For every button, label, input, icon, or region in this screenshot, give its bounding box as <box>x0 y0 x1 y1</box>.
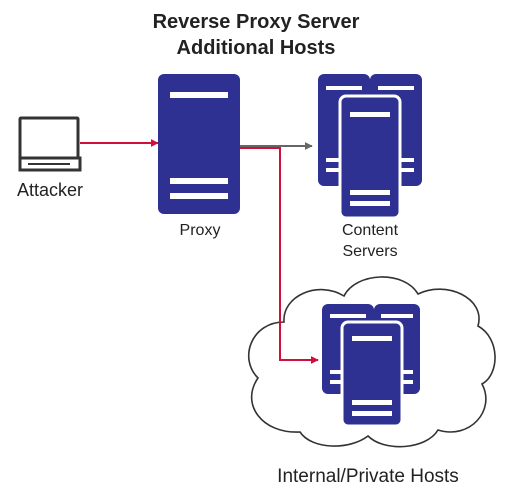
attack-arrow-to-internal <box>240 147 319 364</box>
proxy-label: Proxy <box>179 222 221 239</box>
attacker-label: Attacker <box>16 180 84 200</box>
diagram-title-line-2: Additional Hosts <box>176 37 336 59</box>
computer-monitor-icon <box>18 116 82 172</box>
content-servers-label-line-1: Content <box>341 222 399 239</box>
internal-hosts-label: Internal/Private Hosts <box>277 466 459 487</box>
server-tower-icon <box>158 74 240 214</box>
server-cluster-icon <box>318 74 422 220</box>
server-cluster-icon <box>322 304 420 428</box>
content-servers-label-line-2: Servers <box>342 243 398 260</box>
diagram-title-line-1: Reverse Proxy Server <box>152 11 360 33</box>
